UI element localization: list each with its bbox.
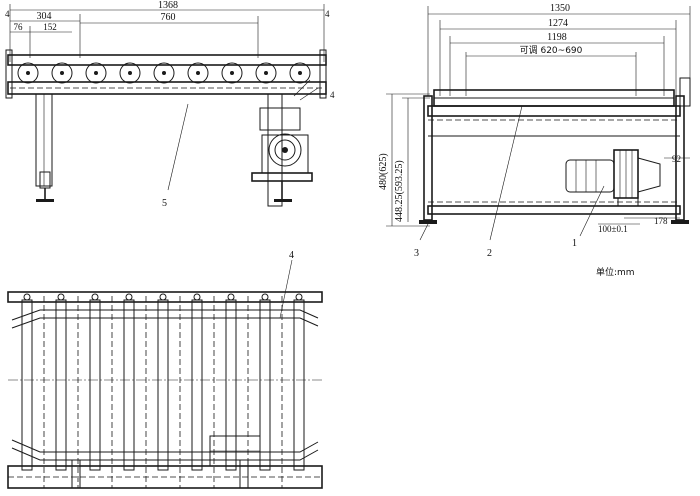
plan-bolts [23,293,303,301]
drive-coupling [637,157,661,193]
dim-304-label: 304 [37,11,52,22]
plan-roller [259,299,271,471]
callout-1: 1 [572,238,577,249]
dim-side-right-label: 4 [330,90,335,100]
drive-foot [274,199,292,202]
chain-guard-line [293,79,311,97]
gearbox-inner [274,139,296,161]
roller [221,62,243,84]
plan-rollers [21,296,305,488]
roller-axle [94,71,98,75]
end-bearing-block [679,77,691,107]
plan-screw [71,459,81,489]
front-view: 1368 4 4 304 76 152 760 [5,0,335,209]
bolt [227,293,235,301]
unit-label: 单位:mm [596,266,635,278]
callout-4: 4 [289,250,294,261]
dim-92-label: 92 [672,154,681,164]
guide-rail-top-outer [11,309,319,321]
plan-roller [89,299,101,471]
bolt [23,293,31,301]
callout-5: 5 [162,198,167,209]
guide-rail-bottom-outer [11,439,319,453]
side-view: 1350 1274 1198 可调 620~690 [378,3,691,278]
roller [153,62,175,84]
dim-100-label: 100±0.1 [598,224,628,234]
callout-3: 3 [414,248,419,259]
bolt [193,293,201,301]
dim-760-label: 760 [161,12,176,23]
guide-rail-bottom-inner [11,447,319,461]
roller [51,62,73,84]
side-bottom-beam [427,205,681,215]
side-foot-right [671,220,689,224]
bolt [125,293,133,301]
roller [17,62,39,84]
chain-guard-line [299,87,319,101]
plan-top-rail [7,291,323,303]
dim-448-label: 448.25(593.25) [394,160,405,222]
dim-adjustable-label: 可调 620~690 [520,45,583,56]
plan-roller [293,299,305,471]
roller-axle [128,71,132,75]
plan-screw [239,459,249,489]
plan-view: 4 [7,250,323,489]
plan-roller [55,299,67,471]
bolt [91,293,99,301]
dim-end-left-label: 4 [5,9,10,19]
bolt [261,293,269,301]
drive-bracket [259,107,301,131]
dim-76-label: 76 [14,22,24,32]
leader-line-5 [167,103,189,191]
plan-roller [123,299,135,471]
roller-axle [26,71,30,75]
roller-axle [162,71,166,75]
guide-rail-top-inner [11,317,319,329]
bolt [57,293,65,301]
plan-roller [191,299,203,471]
bolt [295,293,303,301]
dim-1274-label: 1274 [548,18,568,29]
roller [119,62,141,84]
end-post-left [5,49,13,99]
roller [289,62,311,84]
motor-body [565,159,615,193]
plan-roller [225,299,237,471]
dim-178-label: 178 [654,216,668,226]
dim-overall-label: 1368 [158,0,178,11]
gearbox-shaft [282,147,288,153]
leader-line-4 [279,259,293,319]
leader-line-3 [419,223,429,241]
dim-1198-label: 1198 [547,32,567,43]
front-rollers [17,62,311,84]
side-foot-left [419,220,437,224]
roller-axle [60,71,64,75]
dim-152-label: 152 [43,22,57,32]
motor-mount [617,197,639,207]
roller-axle [298,71,302,75]
bolt [159,293,167,301]
side-top-beam [427,105,681,117]
dim-1350-label: 1350 [550,3,570,14]
plan-roller [157,299,169,471]
roller-axle [230,71,234,75]
dim-end-right-label: 4 [325,9,330,19]
dim-480-label: 480(625) [378,153,389,190]
roller-axle [196,71,200,75]
callout-2: 2 [487,248,492,259]
roller-axle [264,71,268,75]
roller [255,62,277,84]
leg-foot [36,199,54,202]
leader-line-2 [489,105,523,241]
roller [85,62,107,84]
end-post-right [319,49,327,99]
drive-frame [261,134,309,174]
roller [187,62,209,84]
gearbox-housing [268,133,302,167]
leader-line-1 [579,185,605,237]
